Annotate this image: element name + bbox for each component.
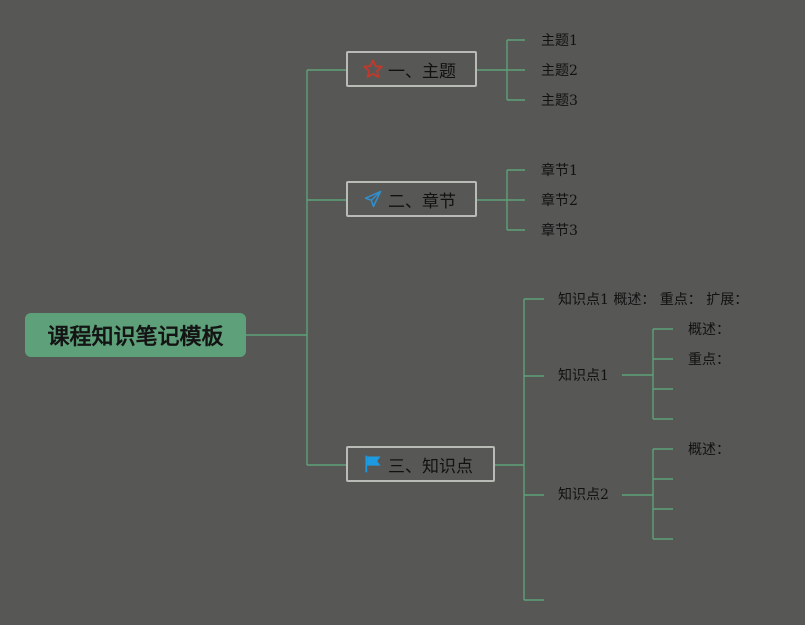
chapter-item[interactable]: 章节3: [541, 223, 578, 239]
root-topic[interactable]: 课程知识笔记模板: [25, 313, 246, 357]
chapter-item[interactable]: 章节2: [541, 193, 578, 209]
root-topic-label: 课程知识笔记模板: [47, 325, 224, 350]
connector-kp1-group: [622, 328, 673, 420]
knowledge-summary-item[interactable]: 知识点1 概述： 重点： 扩展：: [558, 292, 749, 308]
branch-chapter[interactable]: 二、章节: [346, 181, 477, 217]
knowledge-point-1[interactable]: 知识点1: [558, 368, 609, 384]
branch-topic-label: 一、主题: [388, 61, 456, 82]
topic-item[interactable]: 主题3: [541, 93, 578, 109]
chapter-item[interactable]: 章节1: [541, 163, 578, 179]
branch-knowledge[interactable]: 三、知识点: [346, 446, 495, 482]
star-icon: [362, 58, 384, 80]
kp1-overview[interactable]: 概述：: [688, 322, 730, 338]
branch-chapter-label: 二、章节: [388, 191, 456, 212]
topic-item[interactable]: 主题2: [541, 63, 578, 79]
kp1-keypoint[interactable]: 重点：: [688, 352, 730, 368]
connector-topic-group: [476, 39, 525, 101]
kp2-overview[interactable]: 概述：: [688, 442, 730, 458]
topic-item[interactable]: 主题1: [541, 33, 578, 49]
flag-icon: [362, 453, 384, 475]
branch-topic[interactable]: 一、主题: [346, 51, 477, 87]
knowledge-point-2[interactable]: 知识点2: [558, 487, 609, 503]
paper-plane-icon: [362, 188, 384, 210]
connector-knowledge-group: [494, 298, 544, 601]
connector-kp2-group: [622, 448, 673, 540]
branch-knowledge-label: 三、知识点: [388, 456, 473, 477]
connector-chapter-group: [476, 169, 525, 231]
